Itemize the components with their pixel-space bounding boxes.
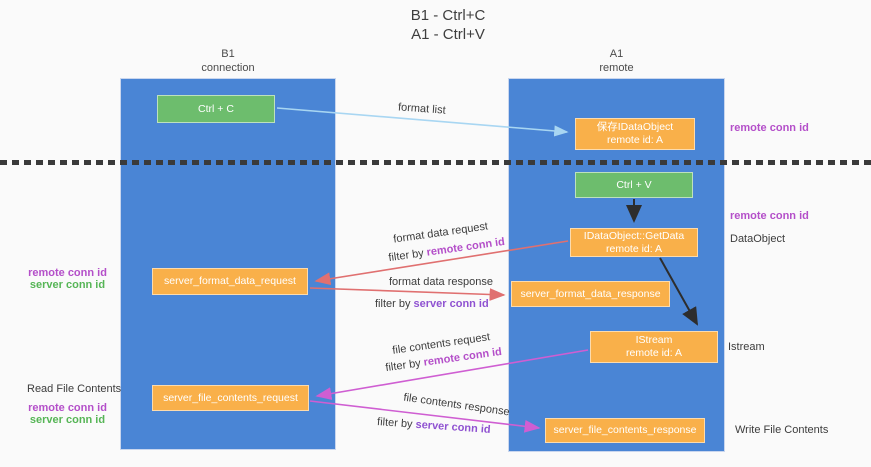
node-ctrl-v: Ctrl + V — [575, 172, 693, 198]
node-save-idataobject: 保存IDataObject remote id: A — [575, 118, 695, 150]
edge-label-file-contents-response: file contents response — [402, 391, 511, 419]
node-server-file-contents-request: server_file_contents_request — [152, 385, 309, 411]
save-idataobject-line2: remote id: A — [606, 134, 664, 146]
server-conn-id-text: server conn id — [415, 418, 491, 436]
right-dataobject-label: DataObject — [730, 233, 786, 245]
file-request-label: server_file_contents_request — [163, 391, 298, 404]
format-request-label: server_format_data_request — [164, 275, 296, 287]
filter-by-text: filter by — [384, 356, 425, 375]
column-header-b1: B1 connection — [120, 47, 336, 75]
left-remote-conn-id-2: remote conn id — [28, 402, 107, 414]
filter-by-text: filter by — [387, 246, 428, 265]
filter-by-text: filter by — [375, 298, 414, 310]
left-conn-ids-bottom: remote conn id server conn id — [20, 402, 115, 426]
getdata-line1: IDataObject::GetData — [583, 229, 685, 242]
diagram-title: B1 - Ctrl+C A1 - Ctrl+V — [348, 6, 548, 44]
node-server-format-data-response: server_format_data_response — [511, 281, 670, 307]
node-server-format-data-request: server_format_data_request — [152, 268, 308, 295]
ctrl-c-label: Ctrl + C — [198, 102, 234, 115]
ctrl-v-label: Ctrl + V — [616, 178, 652, 191]
edge-label-format-list: format list — [397, 101, 447, 117]
column-header-a1: A1 remote — [508, 47, 725, 75]
edge-label-filter-server-2: filter by server conn id — [377, 416, 491, 436]
server-conn-id-text: server conn id — [413, 298, 489, 310]
left-read-file-contents: Read File Contents — [27, 383, 122, 395]
file-response-label: server_file_contents_response — [553, 424, 697, 436]
right-write-file-contents: Write File Contents — [735, 424, 829, 436]
b1-role: connection — [201, 62, 255, 74]
istream-line1: IStream — [635, 334, 673, 346]
node-istream: IStream remote id: A — [590, 331, 718, 363]
node-getdata: IDataObject::GetData remote id: A — [570, 228, 698, 257]
dashed-separator-line — [0, 160, 871, 165]
format-response-label: server_format_data_response — [520, 287, 661, 300]
right-remote-conn-id-2: remote conn id — [730, 210, 809, 222]
edge-label-format-data-response: format data response — [389, 276, 493, 288]
title-line-1: B1 - Ctrl+C — [410, 7, 486, 24]
a1-name: A1 — [609, 48, 624, 60]
node-ctrl-c: Ctrl + C — [157, 95, 275, 123]
b1-name: B1 — [221, 48, 235, 60]
filter-by-text: filter by — [376, 416, 416, 431]
right-remote-conn-id-1: remote conn id — [730, 122, 809, 134]
node-server-file-contents-response: server_file_contents_response — [545, 418, 705, 443]
getdata-line2: remote id: A — [605, 242, 663, 255]
edge-label-filter-server-1: filter by server conn id — [375, 298, 489, 310]
left-remote-conn-id-1: remote conn id — [28, 267, 107, 279]
a1-role: remote — [599, 62, 634, 74]
save-idataobject-line1: 保存IDataObject — [596, 121, 674, 133]
left-server-conn-id-2: server conn id — [29, 414, 106, 426]
left-server-conn-id-1: server conn id — [29, 279, 106, 291]
arrow-format-data-response — [309, 287, 506, 301]
title-line-2: A1 - Ctrl+V — [411, 26, 485, 43]
left-conn-ids-top: remote conn id server conn id — [20, 267, 115, 291]
right-istream-label: Istream — [728, 341, 765, 353]
istream-line2: remote id: A — [625, 347, 683, 359]
